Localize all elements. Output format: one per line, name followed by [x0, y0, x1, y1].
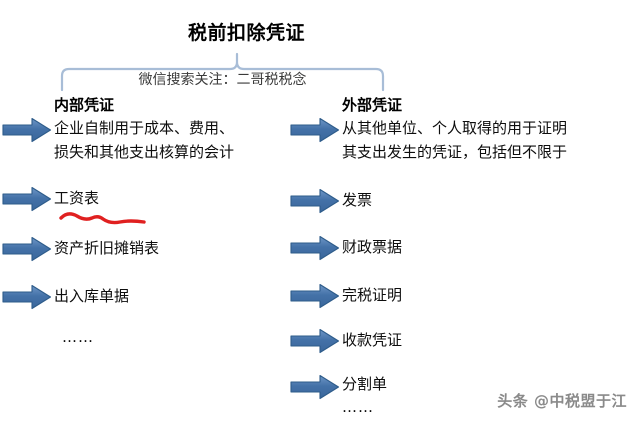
- grouping-brace: [55, 50, 390, 92]
- list-item: 分割单 ……: [290, 372, 630, 418]
- list-item: 收款凭证: [290, 326, 630, 354]
- list-item-label: 分割单: [342, 375, 388, 393]
- list-trailing-ellipsis: ……: [342, 398, 374, 416]
- list-item-body: 资产折旧摊销表: [54, 234, 159, 260]
- list-item: 内部凭证 企业自制用于成本、费用、 损失和其他支出核算的会计: [2, 95, 292, 164]
- list-item-body: 工资表: [54, 184, 99, 210]
- list-item-body: 出入库单据: [54, 282, 129, 308]
- arrow-right-icon: [290, 326, 342, 354]
- list-item-body: 财政票据: [342, 233, 402, 259]
- column-description: 从其他单位、个人取得的用于证明 其支出发生的凭证，包括但不限于: [342, 119, 568, 161]
- list-item-body: 分割单 ……: [342, 372, 387, 418]
- list-item-body: 完税证明: [342, 281, 402, 307]
- list-item-label: 资产折旧摊销表: [54, 239, 160, 257]
- arrow-right-icon: [290, 186, 342, 214]
- column-heading: 外部凭证: [342, 96, 403, 114]
- list-item-label: 出入库单据: [54, 287, 130, 305]
- list-item: 外部凭证 从其他单位、个人取得的用于证明 其支出发生的凭证，包括但不限于: [290, 95, 630, 164]
- arrow-right-icon: [2, 282, 54, 310]
- column-internal: 内部凭证 企业自制用于成本、费用、 损失和其他支出核算的会计 工资表: [0, 0, 300, 423]
- list-item-body: 收款凭证: [342, 326, 402, 352]
- column-external: 外部凭证 从其他单位、个人取得的用于证明 其支出发生的凭证，包括但不限于 发票: [288, 0, 633, 423]
- arrow-right-icon: [290, 281, 342, 309]
- list-item-label: 财政票据: [342, 238, 403, 256]
- list-item-body: 内部凭证 企业自制用于成本、费用、 损失和其他支出核算的会计: [54, 95, 234, 164]
- list-item: 资产折旧摊销表: [2, 234, 292, 262]
- arrow-right-icon: [290, 233, 342, 261]
- list-item: 财政票据: [290, 233, 630, 261]
- brace-watermark-text: 微信搜索关注：二哥税税念: [138, 72, 307, 88]
- list-item: 完税证明: [290, 281, 630, 309]
- arrow-right-icon: [2, 184, 54, 212]
- column-description: 企业自制用于成本、费用、 损失和其他支出核算的会计: [54, 119, 235, 161]
- list-item-label: 收款凭证: [342, 331, 403, 349]
- list-item-body: 发票: [342, 186, 372, 212]
- arrow-right-icon: [2, 95, 54, 143]
- arrow-right-icon: [2, 234, 54, 262]
- arrow-right-icon: [290, 372, 342, 400]
- list-item-label: 工资表: [54, 189, 100, 207]
- list-item: 发票: [290, 186, 630, 214]
- red-squiggle-annotation: [58, 208, 148, 230]
- list-item-label: 发票: [342, 191, 373, 209]
- column-heading: 内部凭证: [54, 96, 115, 114]
- arrow-right-icon: [290, 95, 342, 143]
- list-item: 出入库单据: [2, 282, 292, 310]
- page-title: 税前扣除凭证: [187, 22, 305, 44]
- list-item: 工资表: [2, 184, 292, 212]
- list-item-body: 外部凭证 从其他单位、个人取得的用于证明 其支出发生的凭证，包括但不限于: [342, 95, 567, 164]
- list-item-label: 完税证明: [342, 286, 403, 304]
- list-trailing-ellipsis: ……: [62, 328, 94, 346]
- corner-watermark-text: 头条 @中税盟于江: [497, 392, 627, 410]
